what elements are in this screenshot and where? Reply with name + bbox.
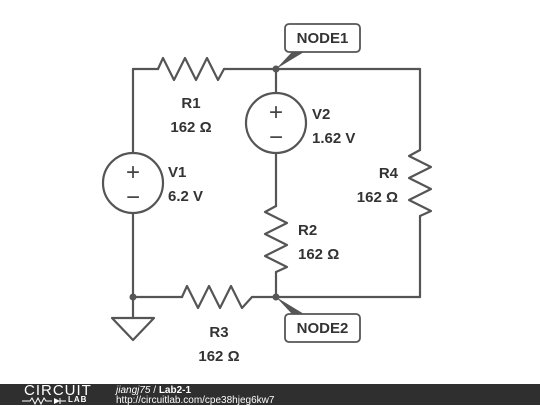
resistor-r4[interactable] <box>407 148 433 218</box>
r4-name: R4 <box>379 165 399 182</box>
junction-dot-ground <box>129 293 137 301</box>
v1-value: 6.2 V <box>168 188 203 205</box>
v1-name: V1 <box>168 164 186 181</box>
node1-label[interactable]: NODE1 <box>276 23 361 69</box>
r3-value: 162 Ω <box>198 348 239 365</box>
path-separator: / <box>150 385 159 396</box>
logo-text-circuit: CIRCUIT <box>24 382 92 399</box>
plus-sign: + <box>126 159 140 186</box>
logo-text-lab: LAB <box>68 395 88 404</box>
node1-text: NODE1 <box>297 30 349 47</box>
v2-value: 1.62 V <box>312 130 355 147</box>
author-line: jiangj75 / Lab2-1 <box>116 385 191 396</box>
resistor-r1[interactable] <box>156 56 226 82</box>
logo-resistor-icon <box>22 397 66 405</box>
circuit-title[interactable]: Lab2-1 <box>158 385 192 396</box>
voltage-source-v2[interactable]: + − <box>244 91 308 155</box>
footer-bar: CIRCUIT LAB jiangj75 / Lab2-1 http://cir… <box>0 382 540 406</box>
r1-name: R1 <box>181 95 200 112</box>
v2-name: V2 <box>312 106 330 123</box>
circuit-schematic: + − + − NODE1 NODE2 R1 162 Ω V1 6.2 V V2… <box>101 23 433 365</box>
node2-label[interactable]: NODE2 <box>276 297 361 343</box>
circuit-url[interactable]: http://circuitlab.com/cpe38hjeg6kw7 <box>116 395 275 406</box>
plus-sign: + <box>269 99 283 126</box>
minus-sign: − <box>126 184 140 211</box>
r3-name: R3 <box>209 324 228 341</box>
r2-value: 162 Ω <box>298 246 339 263</box>
resistor-r3[interactable] <box>180 284 254 310</box>
voltage-source-v1[interactable]: + − <box>101 151 165 215</box>
author-name[interactable]: jiangj75 <box>116 385 151 396</box>
r1-value: 162 Ω <box>170 119 211 136</box>
minus-sign: − <box>269 124 283 151</box>
r4-value: 162 Ω <box>357 189 398 206</box>
r2-name: R2 <box>298 222 317 239</box>
node2-text: NODE2 <box>297 320 349 337</box>
resistor-r2[interactable] <box>263 204 289 274</box>
ground-symbol <box>110 316 156 342</box>
